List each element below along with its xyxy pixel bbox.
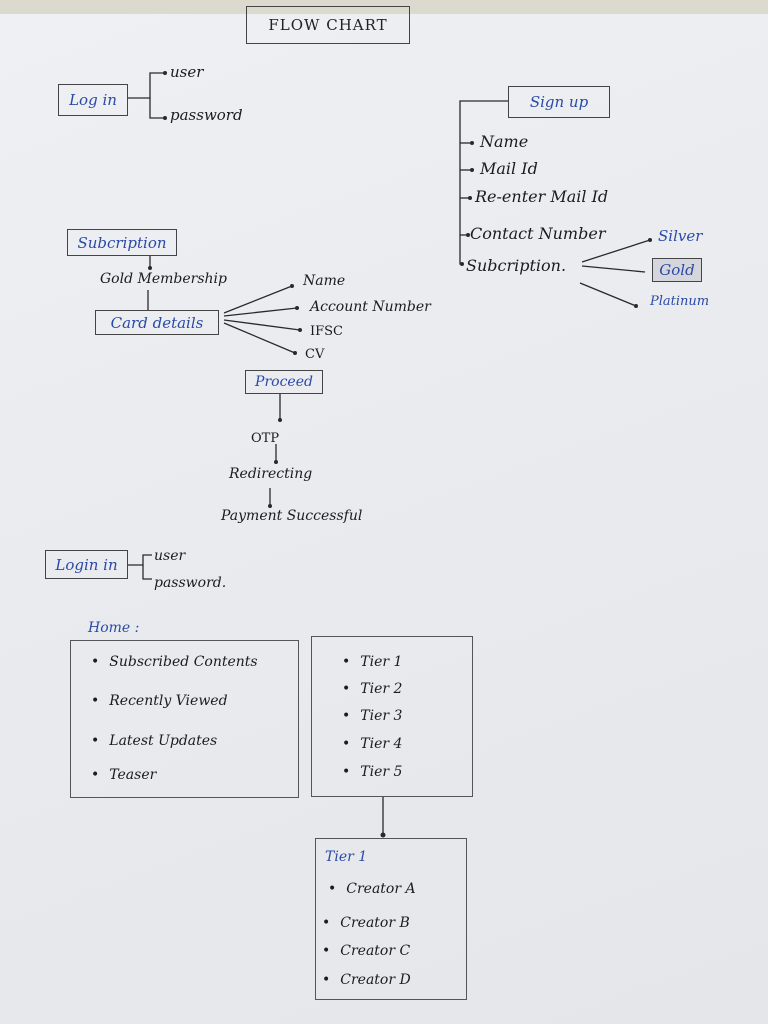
subscription-box: Subcription <box>67 229 177 256</box>
creator-b: Creator B <box>322 915 410 931</box>
creator-c: Creator C <box>322 943 410 959</box>
card-details-box: Card details <box>95 310 219 335</box>
signup-box: Sign up <box>508 86 610 118</box>
home-label: Home : <box>88 620 140 636</box>
paper-edge <box>0 0 768 14</box>
card-field-name: Name <box>303 273 346 289</box>
content-teaser: Teaser <box>91 767 156 783</box>
step-payment-successful: Payment Successful <box>221 508 363 524</box>
proceed-box: Proceed <box>245 370 323 394</box>
creator-a: Creator A <box>328 881 415 897</box>
tier-item-3: Tier 3 <box>342 708 402 724</box>
home-contents-box: Subscribed Contents Recently Viewed Late… <box>70 640 299 798</box>
tier1-detail-box: Tier 1 Creator A Creator B Creator C Cre… <box>315 838 467 1000</box>
login-in-password: password. <box>154 575 227 591</box>
login-password: password <box>170 106 243 124</box>
tier1-detail-title: Tier 1 <box>325 849 368 865</box>
flow-chart-title: FLOW CHART <box>246 6 410 44</box>
login-in-box: Login in <box>45 550 128 579</box>
creator-d: Creator D <box>322 972 410 988</box>
login-in-user: user <box>154 548 186 564</box>
signup-reenter-mail: Re-enter Mail Id <box>475 187 609 206</box>
tier-item-2: Tier 2 <box>342 681 402 697</box>
card-field-cv: CV <box>305 347 325 362</box>
signup-contact-number: Contact Number <box>470 224 606 243</box>
card-field-account-number: Account Number <box>310 299 431 315</box>
content-recently-viewed: Recently Viewed <box>91 693 227 709</box>
tiers-box: Tier 1 Tier 2 Tier 3 Tier 4 Tier 5 <box>311 636 473 797</box>
card-field-ifsc: IFSC <box>310 324 344 339</box>
gold-membership: Gold Membership <box>100 271 227 287</box>
step-redirecting: Redirecting <box>229 466 313 482</box>
tier-item-4: Tier 4 <box>342 736 402 752</box>
tier-item-5: Tier 5 <box>342 764 402 780</box>
signup-name: Name <box>480 132 529 151</box>
signup-mail-id: Mail Id <box>480 159 538 178</box>
login-box: Log in <box>58 84 128 116</box>
signup-subcription: Subcription. <box>466 256 567 275</box>
content-latest-updates: Latest Updates <box>91 733 217 749</box>
login-user: user <box>170 63 204 81</box>
tier-item-1: Tier 1 <box>342 654 402 670</box>
step-otp: OTP <box>251 431 280 446</box>
content-subscribed: Subscribed Contents <box>91 654 257 670</box>
tier-gold-box: Gold <box>652 258 702 282</box>
tier-silver: Silver <box>658 227 703 245</box>
tier-platinum: Platinum <box>650 294 710 309</box>
